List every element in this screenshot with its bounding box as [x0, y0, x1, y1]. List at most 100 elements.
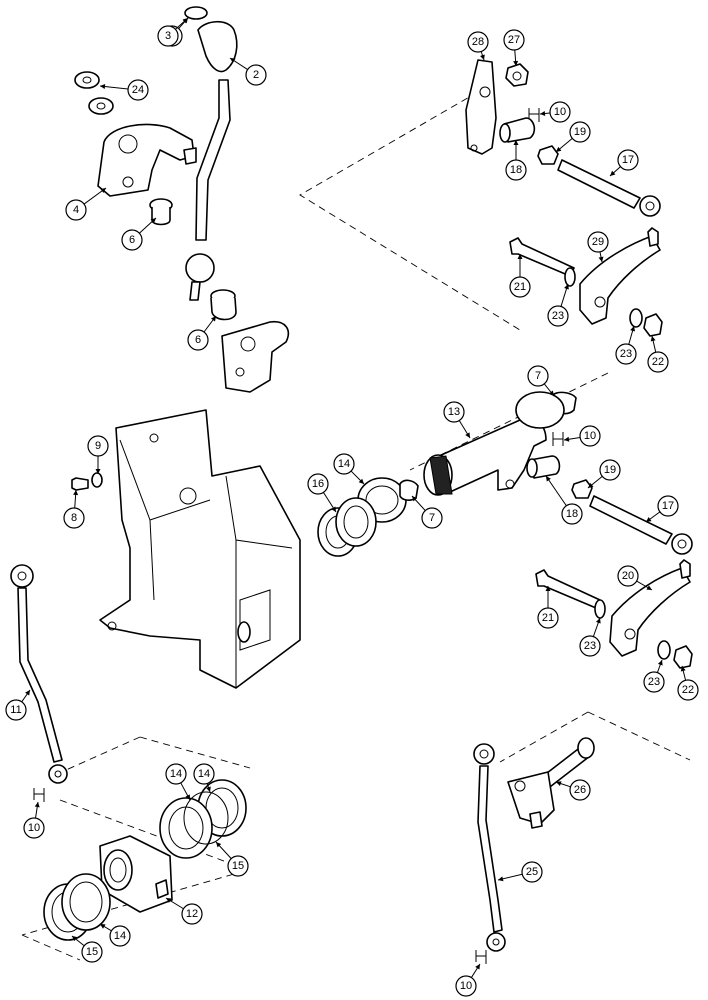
arrowhead-icon	[556, 781, 562, 786]
callout-circle	[307, 473, 329, 495]
callout-number: 20	[622, 570, 634, 582]
knob-cap	[184, 6, 208, 20]
clip-10-bottom	[475, 950, 487, 964]
link-rod-25	[473, 743, 506, 952]
callout-number: 7	[535, 370, 541, 382]
callout-8: 8	[63, 489, 85, 529]
nut-19-upper	[537, 145, 559, 165]
arrowhead-icon	[630, 326, 636, 332]
callout-23: 23	[579, 617, 601, 657]
callout-18: 18	[545, 475, 583, 525]
callout-9: 9	[87, 435, 109, 474]
arrowhead-icon	[545, 586, 551, 591]
arrowhead-icon	[650, 336, 656, 342]
arrowhead-icon	[100, 84, 106, 90]
arrowhead-icon	[517, 254, 523, 259]
clip-10-left	[33, 788, 45, 802]
callout-10: 10	[23, 801, 45, 839]
nut-19-mid	[571, 479, 593, 499]
callout-circle	[503, 29, 525, 51]
callout-16: 16	[307, 473, 337, 513]
callout-circle	[87, 435, 109, 457]
washers-14-lower	[159, 779, 247, 859]
callout-number: 23	[552, 310, 564, 322]
callout-4: 4	[65, 187, 107, 221]
callout-circle	[617, 565, 639, 587]
callout-15: 15	[71, 935, 103, 963]
callout-leader-line	[545, 475, 567, 507]
link-rod-11	[10, 564, 68, 784]
callout-number: 10	[460, 980, 472, 992]
washer-23-mid-b	[657, 640, 671, 660]
callout-number: 17	[662, 500, 674, 512]
callout-3: 3	[157, 17, 189, 47]
callout-circle	[109, 925, 131, 947]
callout-6: 6	[121, 217, 157, 251]
arrowhead-icon	[680, 666, 686, 672]
callout-11: 11	[5, 689, 31, 721]
callout-circle	[505, 159, 527, 181]
callout-number: 2	[253, 69, 259, 81]
callout-23: 23	[547, 283, 569, 327]
callout-number: 14	[114, 930, 126, 942]
callout-number: 19	[604, 464, 616, 476]
rod-end-17-mid	[589, 495, 693, 555]
arrowhead-icon	[230, 58, 236, 63]
callout-circle	[81, 941, 103, 963]
arrowhead-icon	[34, 802, 40, 808]
callout-circle	[549, 101, 571, 123]
arrowhead-icon	[540, 111, 546, 116]
arrowhead-icon	[331, 506, 336, 512]
callout-12: 12	[165, 897, 203, 925]
callout-14: 14	[165, 763, 191, 801]
callout-28: 28	[467, 31, 489, 61]
callout-number: 13	[448, 406, 460, 418]
pivot-bush-lower	[210, 289, 237, 321]
callout-23: 23	[615, 325, 637, 365]
pivot-bush-upper	[149, 198, 173, 226]
callout-19: 19	[587, 459, 621, 489]
callout-number: 6	[129, 234, 135, 246]
callout-circle	[579, 635, 601, 657]
callout-number: 10	[28, 822, 40, 834]
arrowhead-icon	[498, 876, 504, 882]
rod-end-17-upper	[557, 159, 661, 217]
arrowhead-icon	[166, 898, 172, 903]
lower-lever-bracket	[221, 320, 290, 393]
assembly-guide-lines	[21, 91, 691, 961]
callout-number: 24	[132, 84, 144, 96]
arrowhead-icon	[657, 660, 663, 666]
callout-number: 12	[186, 908, 198, 920]
callout-circle	[421, 507, 443, 529]
arrowhead-icon	[598, 256, 604, 262]
arrowhead-icon	[95, 469, 101, 474]
callout-24: 24	[99, 79, 149, 101]
nut-22-mid	[673, 645, 693, 669]
callout-15: 15	[215, 841, 249, 877]
callout-circle	[187, 329, 209, 351]
washers-16	[317, 497, 377, 557]
callout-number: 19	[574, 126, 586, 138]
callout-10: 10	[455, 963, 481, 997]
callout-number: 21	[542, 612, 554, 624]
callout-circle	[569, 121, 591, 143]
callout-number: 21	[514, 281, 526, 293]
callout-circle	[127, 79, 149, 101]
callout-19: 19	[555, 121, 591, 153]
callout-circle	[5, 699, 27, 721]
callout-number: 18	[566, 508, 578, 520]
callout-circle	[579, 425, 601, 447]
arrowhead-icon	[513, 60, 519, 66]
callout-number: 15	[232, 860, 244, 872]
callout-circle	[617, 149, 639, 171]
washer-23-upper-b	[629, 308, 643, 328]
arrowhead-icon	[412, 496, 418, 502]
arrowhead-icon	[100, 924, 106, 929]
callout-circle	[521, 861, 543, 883]
callout-number: 25	[526, 866, 538, 878]
callout-25: 25	[497, 861, 543, 883]
callout-circle	[587, 231, 609, 253]
callout-circle	[561, 503, 583, 525]
arrowhead-icon	[513, 140, 519, 145]
